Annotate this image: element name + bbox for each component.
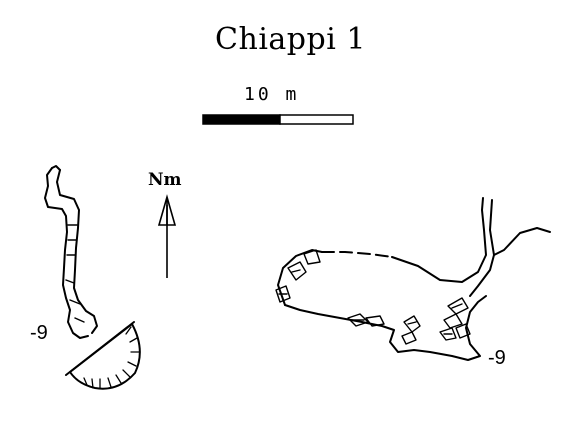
depth-label-left: -9 <box>30 322 48 344</box>
right-cave-east-wall <box>391 197 487 283</box>
left-passage-blocks <box>65 224 85 323</box>
left-chamber-cut-line <box>65 321 135 376</box>
scale-bar-black-segment <box>202 114 281 125</box>
left-terminal-chamber <box>69 323 141 390</box>
left-passage-wall-west <box>44 167 89 339</box>
map-title: Chiappi 1 <box>215 22 366 57</box>
right-cave-dashed-wall <box>321 251 393 258</box>
left-cave-plan <box>44 165 141 390</box>
scale-bar <box>202 114 354 125</box>
right-cave-plan <box>275 197 551 361</box>
right-cave-shaft-link <box>469 254 495 297</box>
north-arrow-label: Nm <box>148 170 182 190</box>
left-passage-tip <box>51 165 61 171</box>
left-chamber-slope-ticks <box>83 326 140 389</box>
scale-bar-label: 10 m <box>244 84 300 105</box>
depth-label-right: -9 <box>488 347 506 369</box>
right-cave-south-wall <box>284 295 487 361</box>
scale-bar-white-segment <box>279 114 354 125</box>
right-cave-shaft-wall <box>489 199 551 256</box>
right-cave-boulders <box>275 249 471 345</box>
north-arrow-icon <box>157 194 177 278</box>
left-passage-wall-east <box>56 169 98 334</box>
